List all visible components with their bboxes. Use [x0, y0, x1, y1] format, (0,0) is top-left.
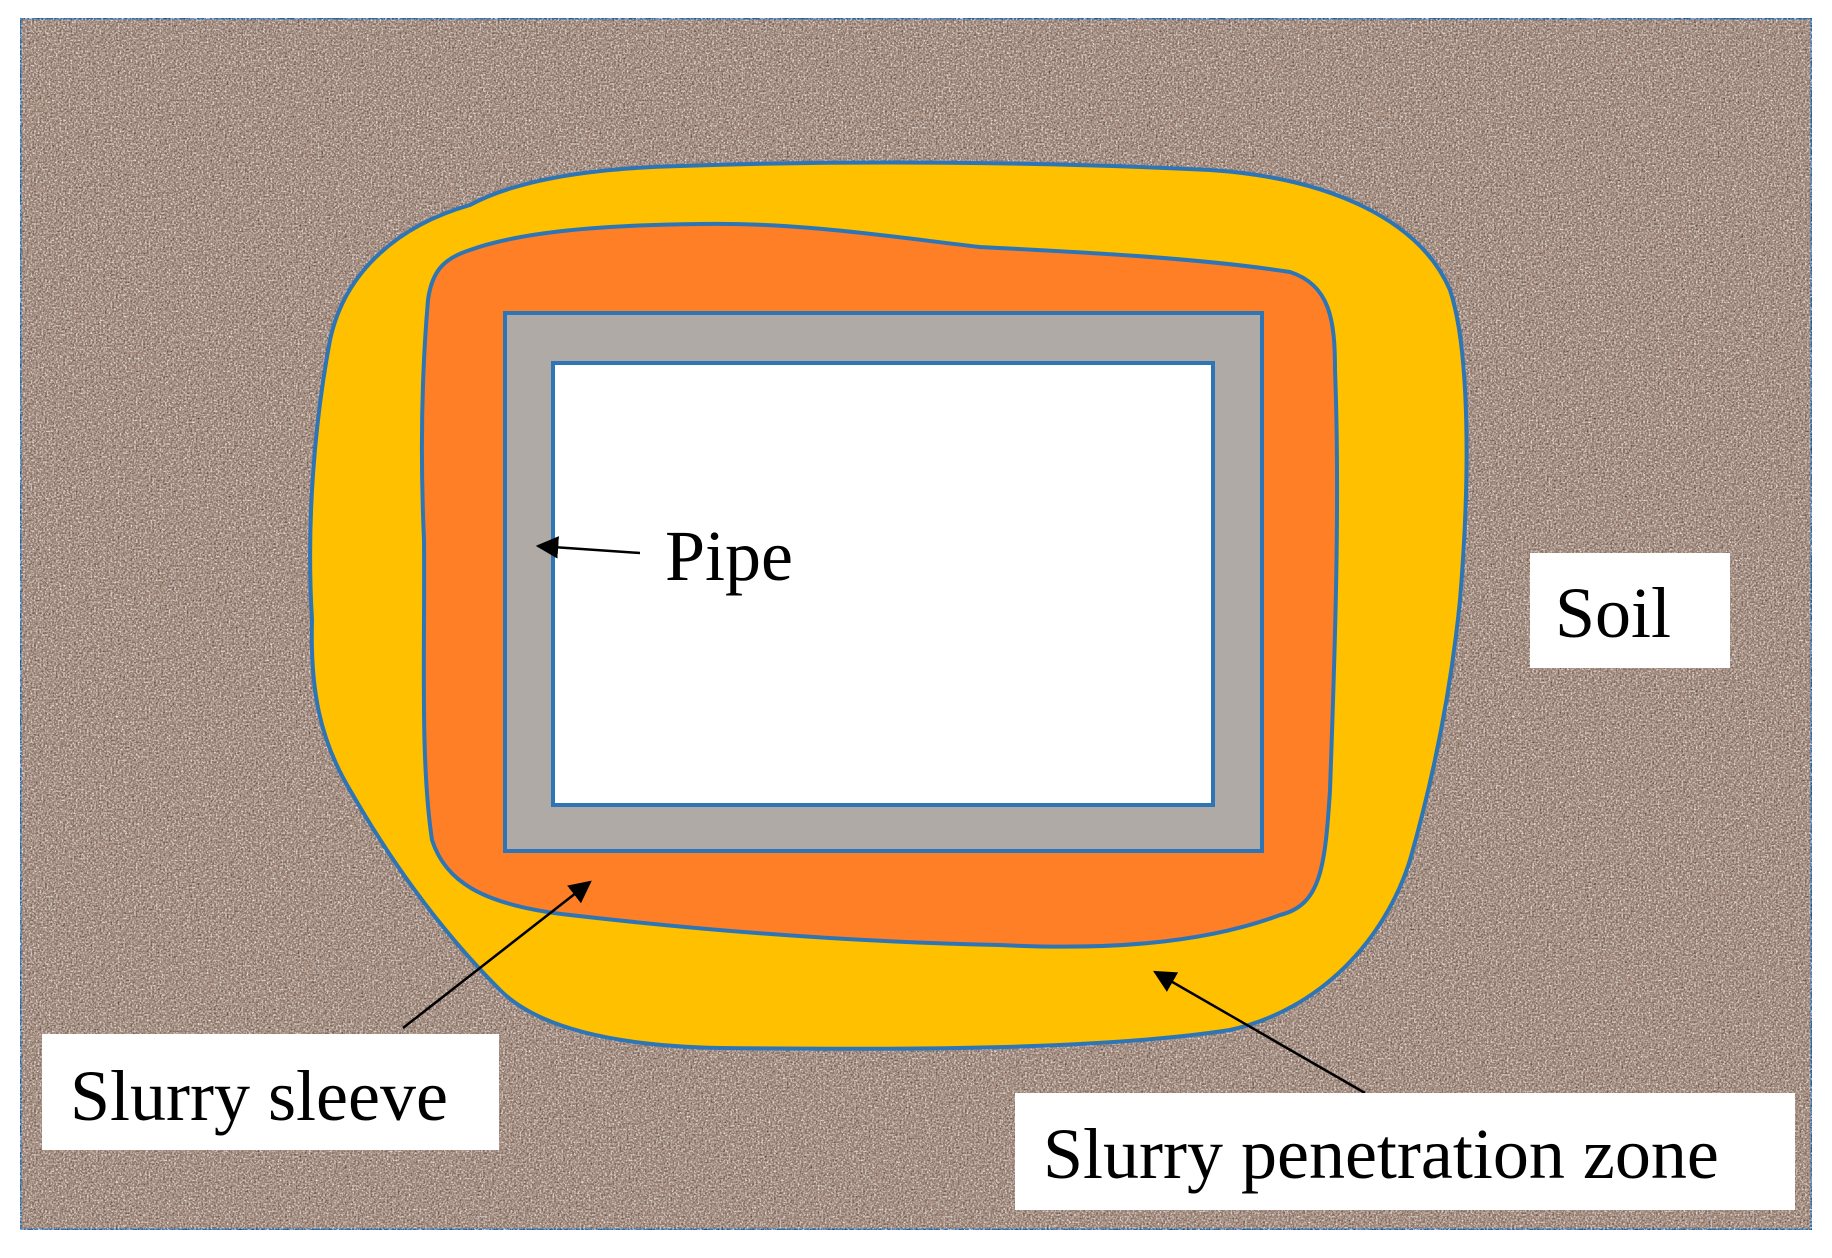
pipe-interior	[551, 361, 1215, 807]
soil-label-box	[1530, 553, 1730, 668]
pipe-arrow	[535, 536, 641, 559]
soil-label: Soil	[1555, 573, 1671, 653]
slurry-penetration-zone-arrow	[1153, 970, 1366, 1095]
pipe-label: Pipe	[665, 516, 793, 596]
slurry-penetration-zone-label-box	[1015, 1093, 1795, 1210]
slurry-sleeve-label-box	[42, 1034, 499, 1150]
slurry-penetration-zone-label: Slurry penetration zone	[1043, 1114, 1719, 1194]
slurry-sleeve-label: Slurry sleeve	[70, 1056, 448, 1136]
slurry-sleeve-arrow	[402, 880, 592, 1029]
